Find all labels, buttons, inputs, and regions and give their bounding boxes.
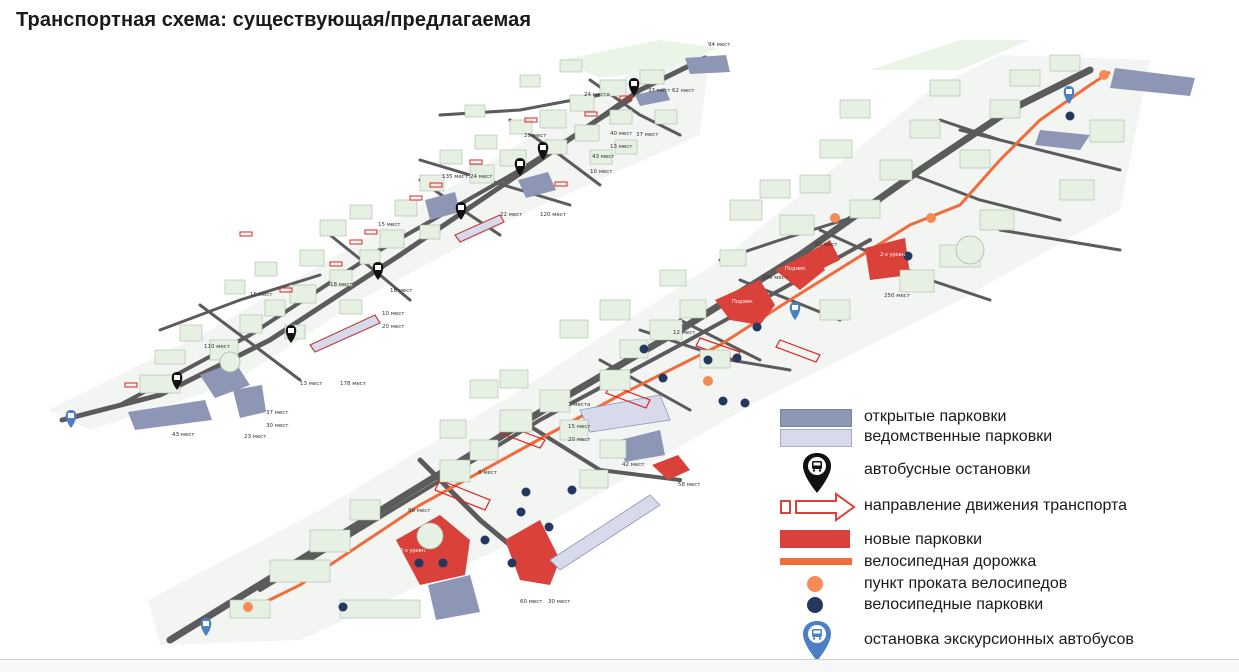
map-label: 18 мест [390, 288, 413, 294]
bus-stop-icon [803, 453, 831, 493]
legend-item-dept-parking: ведомственные парковки [778, 428, 1218, 448]
map-label: 43 мест [592, 154, 615, 160]
bike-rental-icon [807, 576, 823, 592]
map-label: 96 мест [408, 508, 431, 514]
map-label: 12 мест [673, 330, 696, 336]
legend-label: направление движения транспорта [864, 497, 1128, 514]
parking-type-annotations: Подзем. 2-х уровн. 2-х уровн. Подзем. [400, 252, 907, 554]
map-label: 42 мест [622, 462, 645, 468]
map-legend: открытые парковки ведомственные парковки… [778, 402, 1218, 664]
bike-parkings [338, 111, 1075, 612]
map-label: 43 мест [172, 432, 195, 438]
map-label: 15 мест [378, 222, 401, 228]
map-annotation: Подзем. [785, 266, 807, 272]
legend-label: открытые парковки [864, 408, 1007, 425]
map-label: 10 мест [590, 169, 613, 175]
legend-item-direction: направление движения транспорта [778, 492, 1218, 522]
map-label: 22 мест [500, 212, 523, 218]
map-label: 120 мест [540, 212, 567, 218]
map-annotation: Подзем. [732, 299, 754, 305]
map-label: 18 мест [330, 282, 353, 288]
map-label: 24 мест [470, 174, 493, 180]
bike-lane-swatch [780, 558, 852, 565]
existing-scheme-map: 94 мест 24 места 37 мест 62 мест 29 мест… [48, 40, 731, 440]
map-label: 20 мест [568, 437, 591, 443]
map-label: 13 мест [300, 381, 323, 387]
map-annotation: 2-х уровн. [400, 548, 427, 554]
map-label: 94 мест [708, 42, 731, 48]
legend-label: автобусные остановки [864, 461, 1031, 478]
map-label: 15 мест [568, 424, 591, 430]
legend-label: пункт проката велосипедов [864, 575, 1068, 592]
map-label: 29 мест [524, 133, 547, 139]
map-label: 24 места [584, 92, 610, 98]
map-label: 110 мест [204, 344, 231, 350]
map-label: 58 мест [678, 482, 701, 488]
map-label: 37 мест [648, 88, 671, 94]
open-parking-swatch [780, 409, 852, 427]
map-label: 100 мест [762, 275, 789, 281]
map-label: 37 мест [636, 132, 659, 138]
bike-lane [244, 70, 1111, 614]
page-title: Транспортная схема: существующая/предлаг… [16, 9, 532, 31]
legend-item-open-parking: открытые парковки [778, 408, 1218, 428]
map-label: 50 мест [815, 242, 838, 248]
existing-bus-stops [171, 78, 640, 390]
map-label: 40 мест [610, 131, 633, 137]
map-label: 8 мест [478, 470, 498, 476]
map-label: 30 мест [548, 599, 571, 605]
map-label: 20 мест [382, 324, 405, 330]
bike-rentals [243, 70, 1109, 612]
map-label: 23 мест [244, 434, 267, 440]
map-label: 250 мест [884, 293, 911, 299]
legend-label: остановка экскурсионных автобусов [864, 631, 1134, 648]
legend-item-bike-parking: велосипедные парковки [778, 596, 1218, 616]
map-label: 3 места [568, 402, 590, 408]
legend-item-bike-lane: велосипедная дорожка [778, 552, 1218, 572]
dept-parking-swatch [780, 429, 852, 447]
existing-parking-labels: 94 мест 24 места 37 мест 62 мест 29 мест… [172, 42, 731, 440]
proposed-scheme-map: 100 мест 50 мест 250 мест 12 мест 15 мес… [148, 40, 1195, 645]
proposed-parking-labels: 100 мест 50 мест 250 мест 12 мест 15 мес… [408, 242, 911, 605]
excursion-bus-stop-icon [803, 621, 831, 661]
map-label: 15 мест [250, 292, 273, 298]
legend-item-bike-rental: пункт проката велосипедов [778, 574, 1218, 594]
map-label: 135 мест [442, 174, 469, 180]
map-label: 37 мест [266, 410, 289, 416]
legend-item-excursion-stop: остановка экскурсионных автобусов [778, 620, 1218, 661]
map-label: 62 мест [672, 88, 695, 94]
legend-label: новые парковки [864, 531, 983, 548]
direction-arrow-icon [780, 492, 856, 522]
map-label: 13 мест [610, 144, 633, 150]
legend-label: велосипедные парковки [864, 596, 1044, 613]
map-label: 30 мест [266, 423, 289, 429]
bike-parking-icon [807, 597, 823, 613]
map-annotation: 2-х уровн. [880, 252, 907, 258]
map-label: 178 мест [340, 381, 367, 387]
legend-item-new-parking: новые парковки [778, 530, 1218, 550]
legend-label: ведомственные парковки [864, 428, 1053, 445]
new-parking-swatch [780, 530, 850, 548]
map-label: 10 мест [382, 311, 405, 317]
legend-label: велосипедная дорожка [864, 553, 1037, 570]
legend-item-bus-stop: автобусные остановки [778, 453, 1218, 498]
map-label: 60 мест [520, 599, 543, 605]
bottom-bar [0, 659, 1239, 672]
